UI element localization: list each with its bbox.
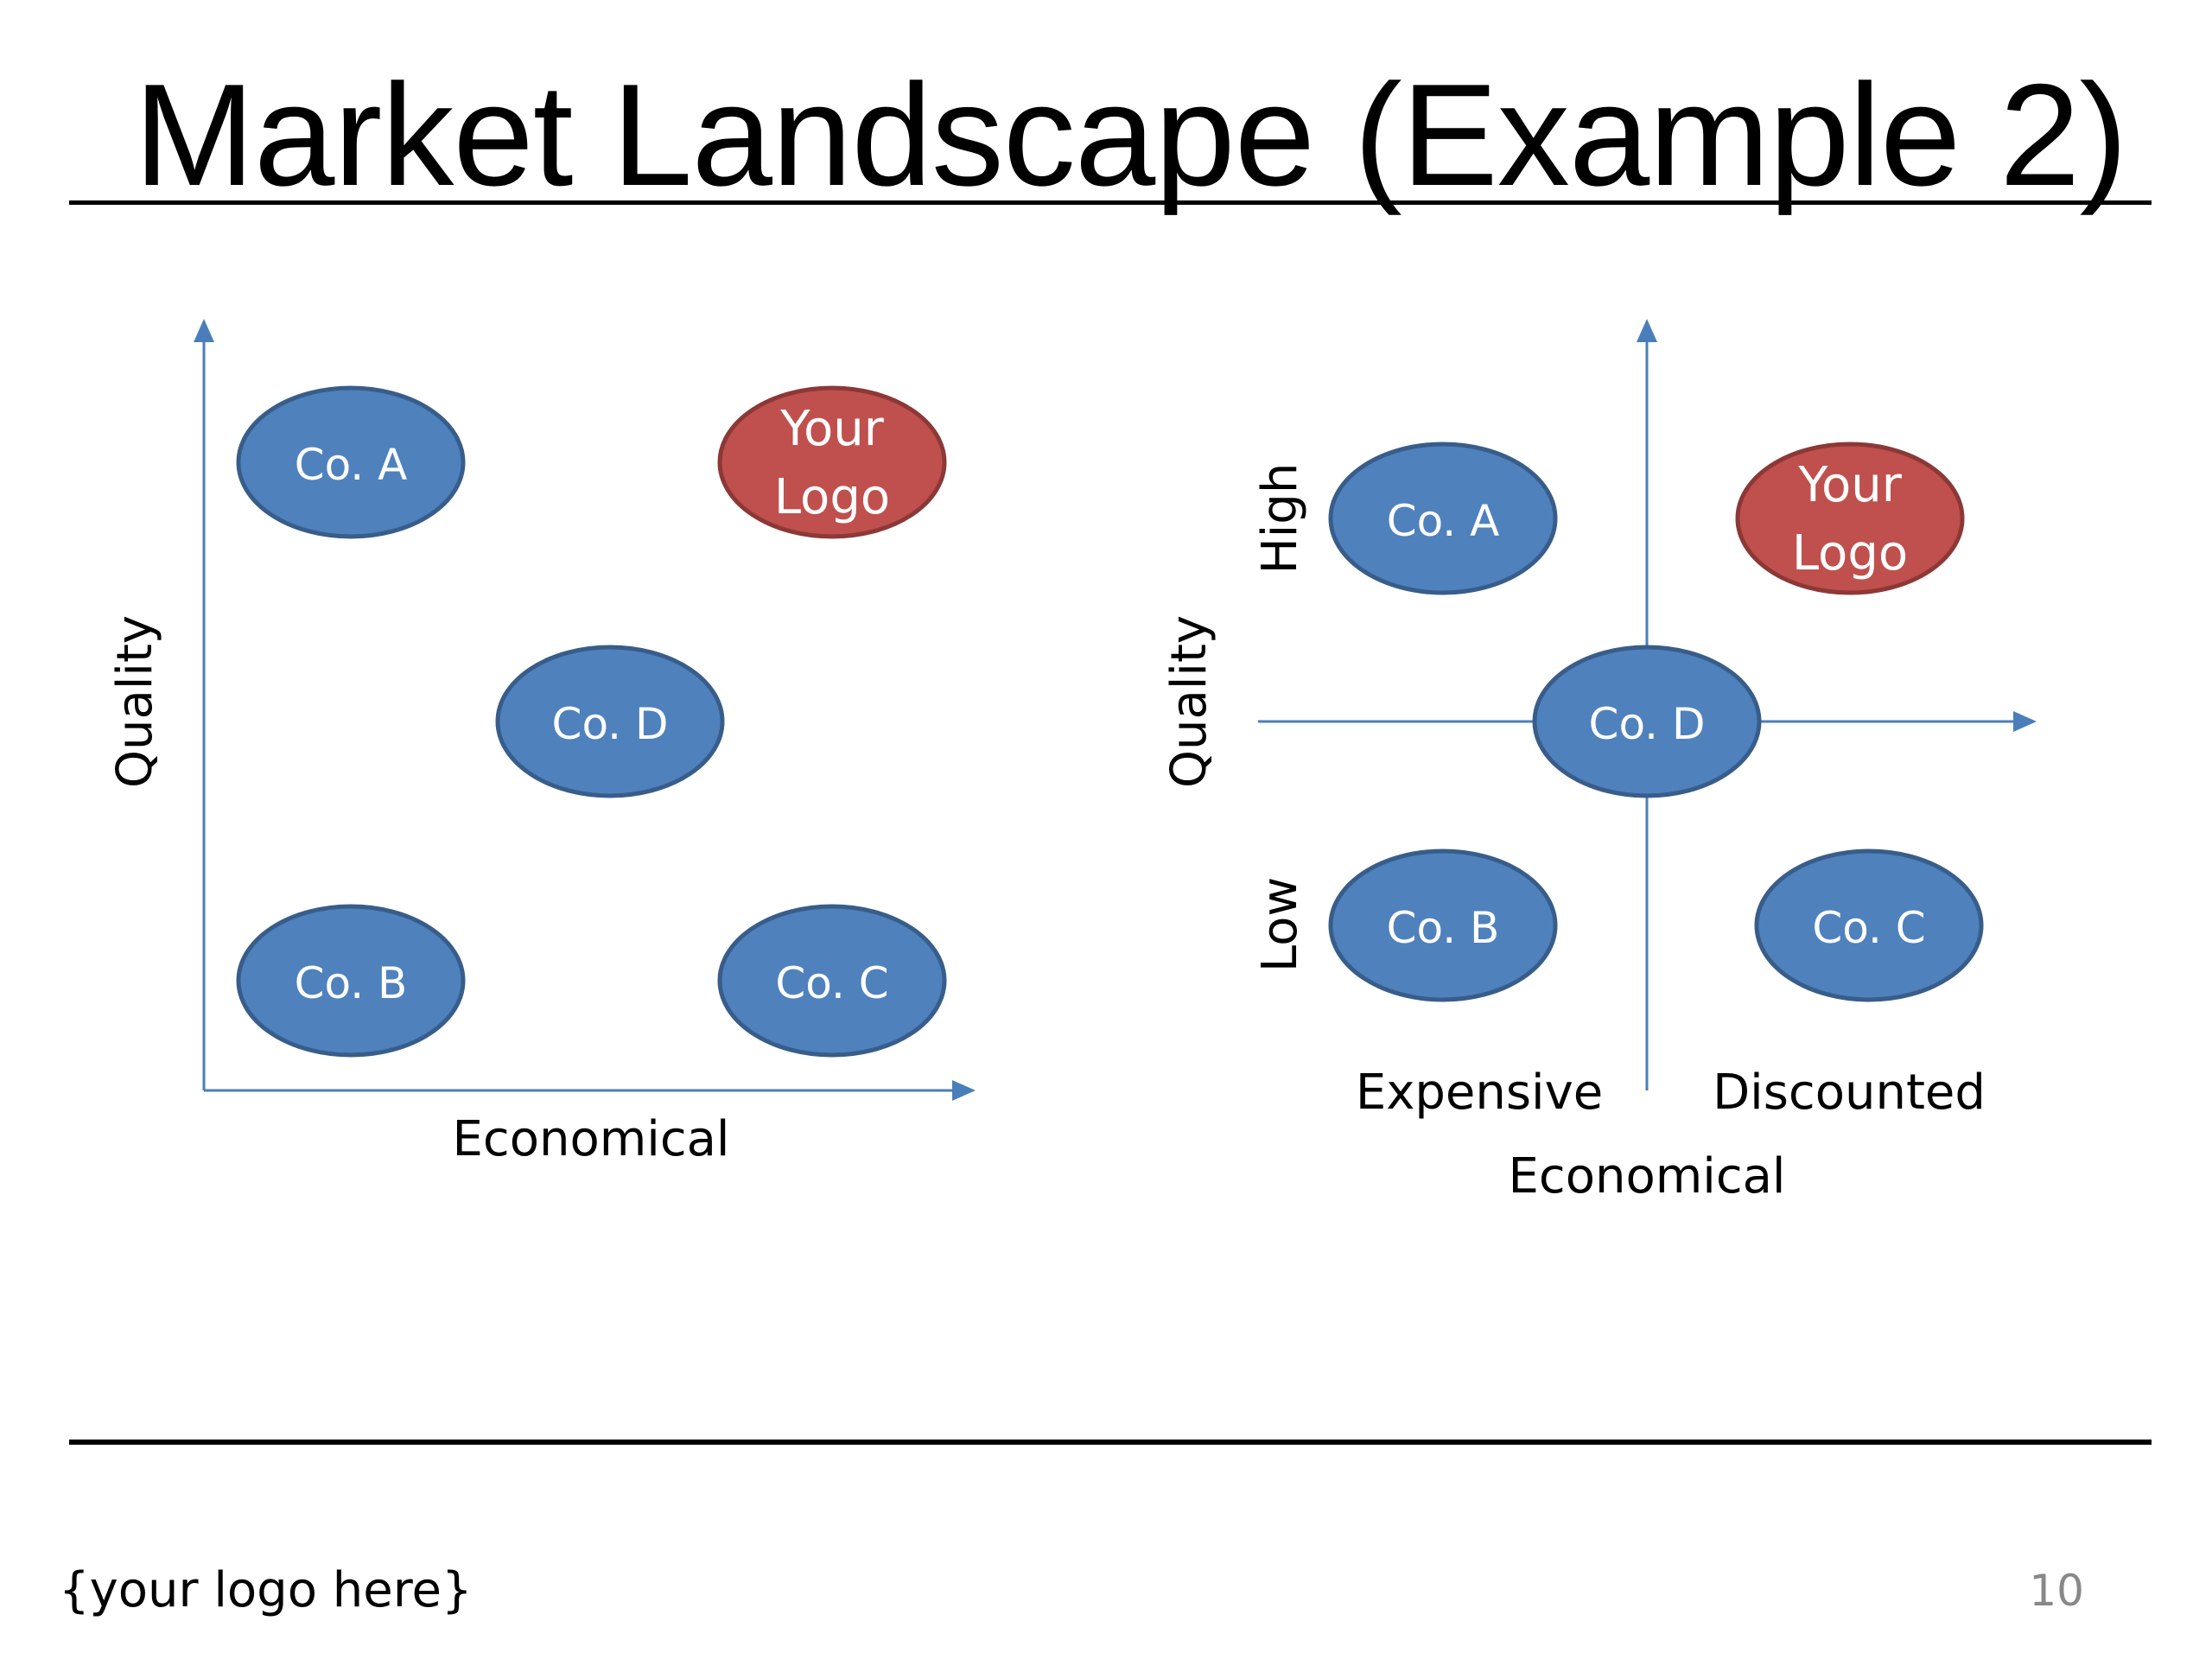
- right-node-co-b: Co. B: [1328, 849, 1558, 1002]
- left-node-co-c-label: Co. C: [775, 958, 888, 1008]
- right-y-low-label: Low: [1252, 877, 1308, 972]
- right-node-co-a: Co. A: [1328, 442, 1558, 595]
- right-your-logo-line1: Your: [1797, 457, 1903, 513]
- right-y-axis-label: Quality: [1161, 615, 1217, 788]
- right-y-high-label: High: [1252, 463, 1308, 575]
- right-node-co-c: Co. C: [1754, 849, 1984, 1002]
- footer-divider: [69, 1440, 2152, 1445]
- page-number: 10: [2029, 1566, 2084, 1616]
- left-your-logo-line1: Your: [779, 401, 885, 457]
- left-your-logo-line2: Logo: [774, 469, 890, 525]
- left-node-co-a: Co. A: [236, 385, 466, 539]
- right-diagram: Quality High Low Expensive Discounted Ec…: [1161, 319, 2037, 1205]
- right-node-co-b-label: Co. B: [1387, 903, 1500, 953]
- right-node-co-c-label: Co. C: [1812, 903, 1925, 953]
- left-node-co-b-label: Co. B: [295, 958, 408, 1008]
- left-node-co-c: Co. C: [717, 904, 947, 1058]
- left-node-your-logo: Your Logo: [717, 385, 947, 539]
- left-node-co-d-label: Co. D: [552, 699, 669, 749]
- right-your-logo-line2: Logo: [1792, 525, 1908, 582]
- left-node-co-b: Co. B: [236, 904, 466, 1058]
- footer-logo-placeholder: {your logo here}: [59, 1562, 473, 1618]
- right-node-co-d-label: Co. D: [1589, 699, 1706, 749]
- left-diagram: Quality Economical Co. A Your Logo Co. D…: [107, 319, 976, 1167]
- right-node-co-d: Co. D: [1532, 645, 1762, 798]
- left-y-axis-label: Quality: [107, 615, 163, 788]
- left-x-axis-label: Economical: [453, 1111, 730, 1167]
- left-node-co-d: Co. D: [495, 645, 725, 798]
- right-x-left-label: Expensive: [1356, 1065, 1603, 1121]
- left-node-co-a-label: Co. A: [295, 440, 408, 490]
- right-x-axis-label: Economical: [1509, 1148, 1786, 1205]
- right-x-right-label: Discounted: [1713, 1065, 1986, 1121]
- slide-title: Market Landscape (Example 2): [134, 54, 2127, 216]
- right-node-your-logo: Your Logo: [1735, 442, 1965, 595]
- title-divider: [69, 200, 2152, 205]
- right-node-co-a-label: Co. A: [1387, 496, 1500, 546]
